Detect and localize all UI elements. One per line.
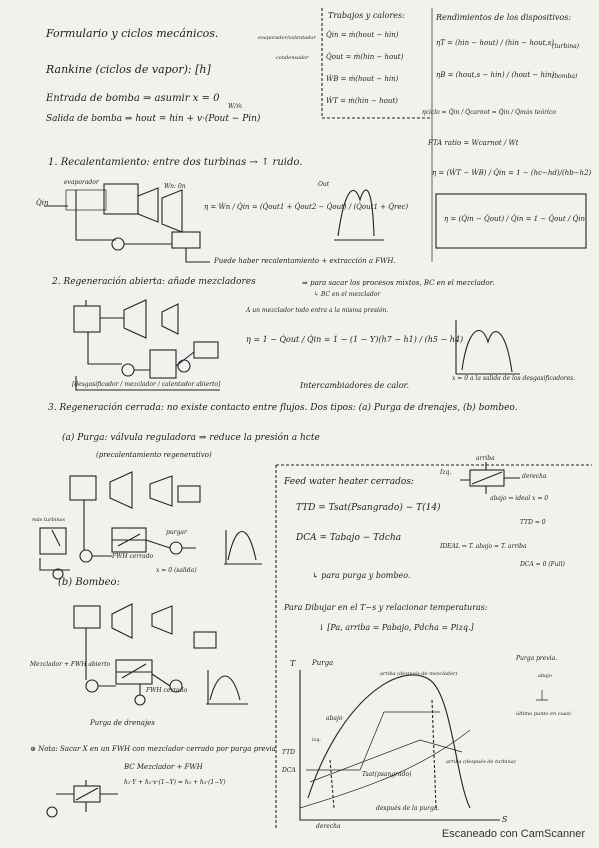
s1-evaporador: evaporador [64,179,99,186]
fwh-title: Feed water heater cerrados: [284,477,414,487]
fwh-dca: DCA = Tabajo − Tdcha [296,533,402,543]
fwh-derecha: derecha [522,473,547,480]
trabajos-label-0: evaporador/calentador [258,35,316,41]
ts-title: Para Dibujar en el T−s y relacionar temp… [284,603,488,612]
s2-xp: x = 0 a la salida de los desgasificadore… [452,375,576,382]
s3-purgar: purgar [166,529,187,536]
ts-purga-previa: Purga previa. [516,655,558,662]
fwh-note: ↳ para purga y bombeo. [312,571,411,580]
fwh-ttd: TTD = Tsat(Psangrado) − T(14) [296,503,441,513]
rend-bomba: ηB = (hout,s − hin) / (hout − hin) [436,71,555,79]
rend-ciclo: ηciclo = Q̇in / Q̇carnot = Q̇in / Q̇máx … [422,109,556,116]
nota-text: ⊛ Nota: Sacar X en un FWH con mezclador … [30,745,276,753]
rend-fta: FTA ratio = Wcarnot / Wt [428,139,519,147]
s3-purga-drenajes: Purga de drenajes [90,719,155,727]
nota-bc: BC Mezclador + FWH [124,763,203,771]
s1-qin: Q̇in [36,199,49,207]
s2-mezclador: A un mezclador todo entra a la misma pre… [246,307,389,314]
trabajos-label-1: condensador [276,55,309,61]
ts-s-axis: S [502,815,508,824]
s2-formula: η = 1 − Q̇out / Q̇in = 1 − (1 − Y)(h7 − … [246,335,464,344]
trabajos-eq-0: Q̇in = ṁ(hout − hin) [326,31,399,39]
fwh-ttd0: TTD = 0 [520,519,546,526]
ts-purga: Purga [312,659,334,667]
s1-note: Puede haber recalentamiento + extracción… [214,257,396,265]
ts-tsat: Tsat(psangrado) [362,771,412,778]
s2-sub-note: ↳ BC en el mezclador [314,291,381,298]
header-salida: Salida de bomba ⇒ hout = hin + v·(Pout −… [46,114,261,124]
ts-dca: DCA [282,767,296,774]
s3-x0: x = 0 (salida) [156,567,197,574]
fwh-izq: Izq. [440,469,452,476]
trabajos-eq-2: ẆB = ṁ(hout − hin) [326,75,399,83]
s2-arrow-note: ⇒ para sacar los procesos mixtos, BC en … [302,279,495,287]
fwh-arriba: arriba [476,455,495,462]
s1-formula: η = Ẇn / Q̇in = (Q̇out1 + Q̇out2 − Q̇out… [204,203,409,211]
scanner-watermark: Escaneado con CamScanner [441,828,585,840]
fwh-dcafull: DCA = 0 (Full) [520,561,565,568]
trabajos-title: Trabajos y calores: [328,11,405,20]
header-title: Formulario y ciclos mecánicos. [46,27,219,40]
ts-rule: ↓ [Pa, arriba = Pabajo, Pdcha = Pizq.] [318,623,474,632]
s2-title: 2. Regeneración abierta: añade mezclador… [52,277,256,287]
s1-wn: Wn: 0n [164,183,186,190]
header-salida-frac: W/ṁ [228,103,242,110]
header-entrada: Entrada de bomba ⇒ asumir x = 0 [46,93,220,104]
ts-izq: izq. [312,737,322,743]
s3-fwh: FWH cerrado [112,553,154,560]
rend-turbina-tag: (turbina) [552,43,580,50]
ts-derecha: derecha [316,823,341,830]
s3-mezclador-fwh: Mezclador + FWH abierto [30,661,111,668]
ts-despues: después de la purga. [376,805,440,812]
trabajos-eq-3: ẆT = ṁ(hin − hout) [326,97,398,105]
s1-title: 1. Recalentamiento: entre dos turbinas →… [48,157,303,168]
s3-bomba: (b) Bombeo: [58,577,120,588]
fwh-ideal: IDEAL ⇒ T. abajo = T. arriba [440,543,527,550]
s3-mas: más turbinas [32,517,66,523]
ts-abajo-lbl: abajo [326,715,343,722]
s3-precal: (precalentamiento regenerativo) [96,451,212,459]
s1-out: Out [318,181,330,188]
nota-eq: h₁·Y + h₂·v·(1−Y) = h₅ + h₃·(1−Y) [124,779,226,786]
s2-bracket: [desgasificador / mezclador / calentador… [72,381,221,388]
s3-purga: (a) Purga: válvula reguladora ⇒ reduce l… [62,433,320,443]
rend-eta-w: η = (ẆT − ẆB) / Q̇in = 1 − (hc−hd)/(hb−h… [432,169,592,177]
ts-ttd: TTD [282,749,295,756]
s3-fwh2: FWH cerrado [146,687,188,694]
rend-turbina: ηT = (hin − hout) / (hin − hout,s) [436,39,554,47]
trabajos-eq-1: Q̇out = ṁ(hin − hout) [326,53,404,61]
s3-title: 3. Regeneración cerrada: no existe conta… [48,403,518,413]
ts-t-axis: T [290,659,296,668]
ts-arriba: arriba (después de mezclador) [380,671,458,677]
header-rankine: Rankine (ciclos de vapor): [h] [46,63,211,76]
fwh-abajo: abajo ⇒ ideal x = 0 [490,495,549,502]
ts-arriba-turbina: arriba (después de turbina) [446,759,516,765]
rend-bomba-tag: (bomba) [552,73,578,80]
rend-title: Rendimientos de los dispositivos: [436,13,572,22]
ts-ultimo: último punto en cuasi [516,711,571,717]
ts-abajo-small: abajo [538,673,552,679]
rend-eta-q: η = (Q̇in − Q̇out) / Q̇in = 1 − Q̇out / … [444,215,585,223]
s2-inter: Intercambiadores de calor. [300,381,410,390]
